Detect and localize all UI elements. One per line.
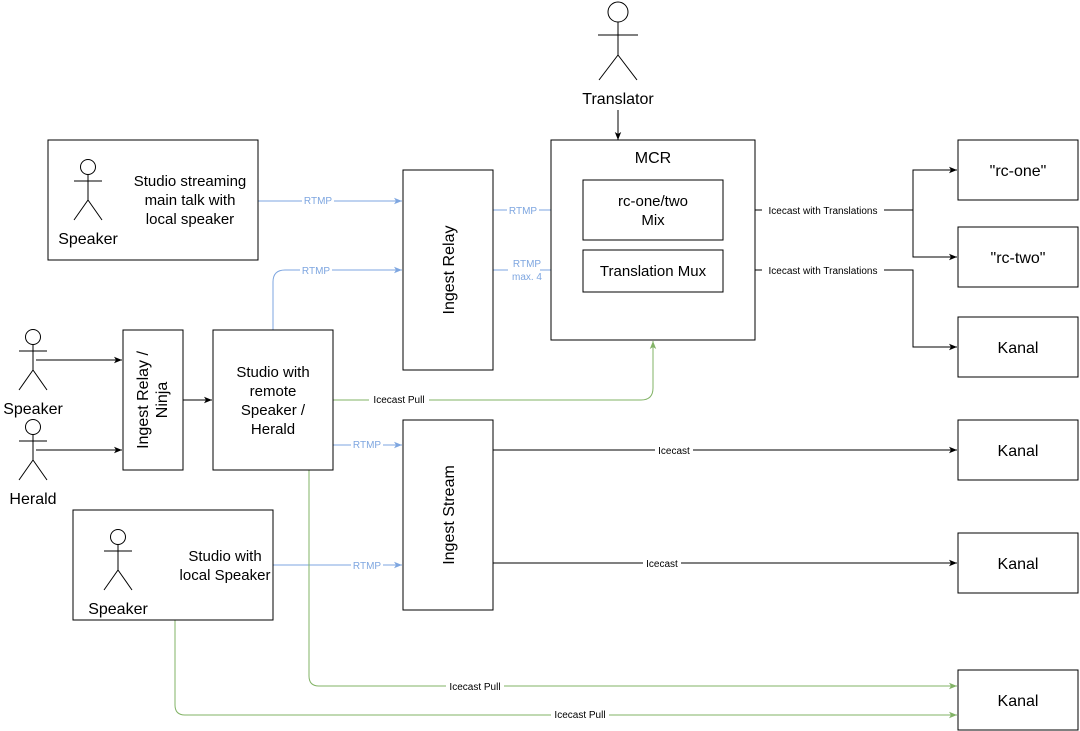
out-rc-one-label: "rc-one" — [990, 163, 1047, 180]
ingest-ninja-label-1: Ingest Relay / — [135, 351, 152, 449]
edge-label-icecast-1: Icecast — [658, 446, 690, 457]
edge-label-rtmp-main: RTMP — [304, 196, 332, 207]
translation-mux-label: Translation Mux — [600, 263, 707, 280]
ingest-stream-box — [402, 419, 494, 611]
studio-main-box — [47, 139, 259, 261]
herald-actor-icon — [18, 419, 48, 481]
speaker-main-label: Speaker — [58, 231, 118, 248]
translation-mux-box — [582, 249, 724, 293]
out-kanal-3-label: Kanal — [998, 556, 1039, 573]
edge-label-icecast-pull-mcr: Icecast Pull — [373, 395, 424, 406]
edge-mux-kanal — [723, 269, 957, 351]
edge-label-icecast-2: Icecast — [646, 559, 678, 570]
edge-label-rtmp-remote-stream: RTMP — [353, 440, 381, 451]
edge-label-rtmp-relay-mux-2: max. 4 — [512, 272, 542, 283]
mix-label-1: rc-one/two — [618, 193, 688, 210]
herald-label: Herald — [9, 491, 56, 508]
edge-label-rtmp-remote-up: RTMP — [302, 266, 330, 277]
speaker-main-actor-icon — [73, 159, 103, 221]
mcr-title: MCR — [635, 150, 671, 167]
speaker-remote-label: Speaker — [3, 401, 63, 418]
translator-actor-icon — [598, 1, 638, 81]
studio-remote-label-4: Herald — [251, 421, 295, 438]
edge-remote-kanal-4-pull — [308, 470, 957, 690]
out-kanal-1-label: Kanal — [998, 340, 1039, 357]
edge-remote-mcr-pull — [333, 341, 657, 401]
studio-local-box — [72, 509, 274, 621]
studio-remote-box — [212, 329, 334, 471]
studio-local-label-1: Studio with — [188, 548, 261, 565]
out-kanal-2-box — [957, 419, 1079, 481]
out-rc-one-box — [957, 139, 1079, 201]
out-kanal-4-label: Kanal — [998, 693, 1039, 710]
studio-local-label-2: local Speaker — [180, 567, 271, 584]
edge-local-kanal-4-pull — [174, 620, 957, 719]
speaker-local-label: Speaker — [88, 601, 148, 618]
studio-remote-label-2: remote — [250, 383, 297, 400]
out-kanal-4-box — [957, 669, 1079, 731]
edge-label-rtmp-relay-mix: RTMP — [509, 206, 537, 217]
edge-remote-relay — [272, 266, 402, 330]
out-rc-two-label: "rc-two" — [991, 250, 1046, 267]
out-kanal-2-label: Kanal — [998, 443, 1039, 460]
studio-main-label-1: Studio streaming — [134, 173, 247, 190]
edge-label-rtmp-local-stream: RTMP — [353, 561, 381, 572]
studio-remote-label-1: Studio with — [236, 364, 309, 381]
edge-label-rtmp-relay-mux-1: RTMP — [513, 259, 541, 270]
edge-label-icecast-pull-1: Icecast Pull — [449, 682, 500, 693]
out-kanal-3-box — [957, 532, 1079, 594]
ingest-relay-label: Ingest Relay — [441, 226, 458, 315]
ingest-ninja-label-2: Ninja — [154, 382, 171, 419]
edge-label-icecast-pull-2: Icecast Pull — [554, 710, 605, 721]
studio-main-label-3: local speaker — [146, 211, 234, 228]
edge-label-icecast-translations-2: Icecast with Translations — [769, 266, 878, 277]
ingest-ninja-box — [122, 329, 184, 471]
mix-label-2: Mix — [641, 212, 665, 229]
ingest-stream-label: Ingest Stream — [441, 465, 458, 565]
studio-remote-label-3: Speaker / — [241, 402, 306, 419]
out-rc-two-box — [957, 226, 1079, 288]
speaker-local-actor-icon — [103, 529, 133, 591]
mix-box — [582, 179, 724, 241]
ingest-relay-box — [402, 169, 494, 371]
out-kanal-1-box — [957, 316, 1079, 378]
studio-main-label-2: main talk with — [145, 192, 236, 209]
edge-label-icecast-translations-1: Icecast with Translations — [769, 206, 878, 217]
speaker-remote-actor-icon — [18, 329, 48, 391]
translator-label: Translator — [582, 91, 654, 108]
edge-mix-rc-two — [912, 210, 957, 261]
edge-mix-rc-one — [723, 166, 957, 211]
